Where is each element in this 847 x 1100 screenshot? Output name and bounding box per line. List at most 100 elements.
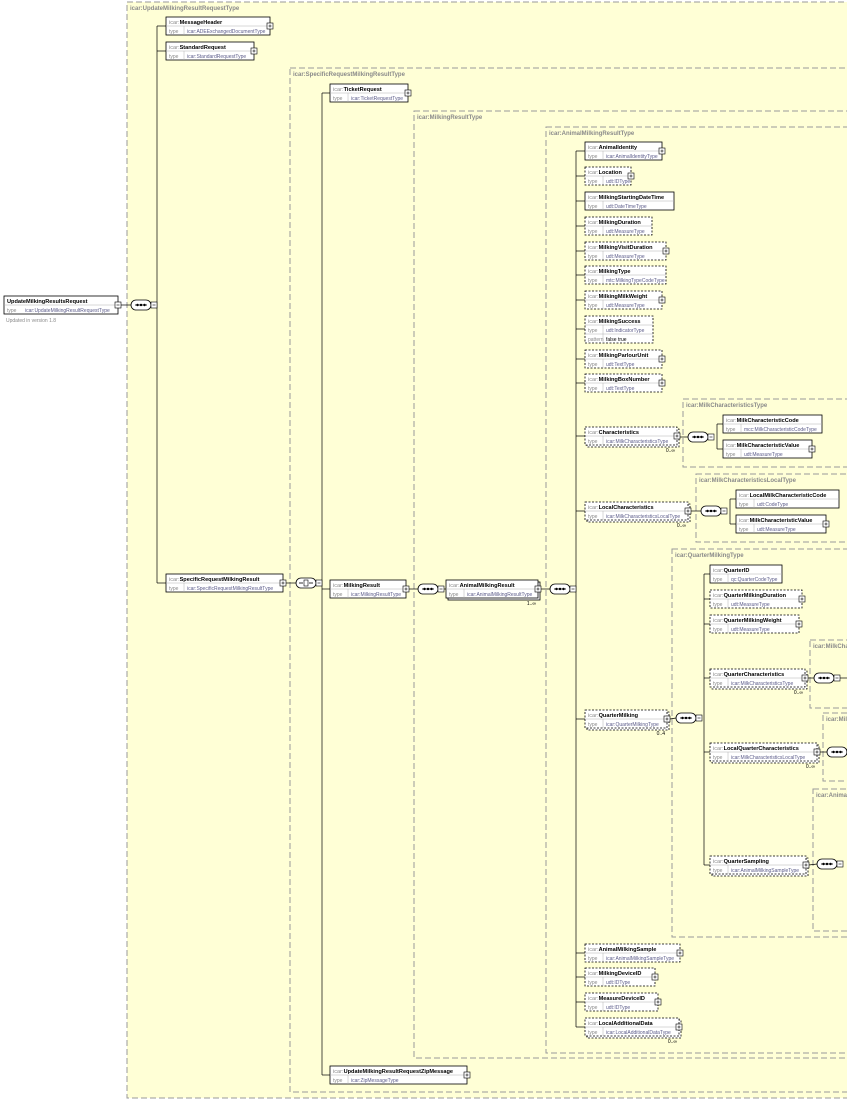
element-name: icar:MilkingDuration bbox=[588, 220, 641, 226]
type-key: type bbox=[726, 427, 736, 433]
compositor-dot bbox=[822, 862, 825, 866]
element-name: icar:Location bbox=[588, 170, 622, 176]
compositor-dot bbox=[825, 862, 829, 866]
root-name: UpdateMilkingResultsRequest bbox=[7, 299, 88, 305]
type-key: type bbox=[588, 278, 598, 284]
element-name: icar:QuarterID bbox=[713, 568, 749, 574]
compositor-switch bbox=[303, 579, 309, 587]
type-key: type bbox=[588, 722, 598, 728]
element-box[interactable]: icar:QuarterID type qc:QuarterCodeType bbox=[709, 564, 783, 584]
group-label: icar:MilkCharacteristicsLocalType bbox=[699, 478, 797, 484]
type-key: type bbox=[739, 502, 749, 508]
element-type: udt:TextType bbox=[606, 362, 635, 368]
compositor-dot bbox=[696, 435, 700, 439]
group-label: icar:QuarterMilkingType bbox=[675, 553, 744, 559]
element-type: qc:QuarterCodeType bbox=[731, 577, 778, 583]
group-label: icar:Milk bbox=[826, 717, 847, 723]
group-label: icar:UpdateMilkingResultRequestType bbox=[130, 6, 240, 12]
element-name: icar:TicketRequest bbox=[333, 87, 382, 93]
pattern-key: pattern bbox=[588, 337, 604, 343]
element-frame bbox=[584, 315, 654, 344]
element-type: udt:IDType bbox=[606, 179, 630, 185]
occurrence-label: 0..4 bbox=[657, 731, 666, 737]
element-type: icar:QuarterMilkingType bbox=[606, 722, 659, 728]
group-label: icar:MilkingResultType bbox=[417, 115, 483, 121]
type-key: type bbox=[7, 308, 17, 314]
type-key: type bbox=[588, 1005, 598, 1011]
element-name: icar:MessageHeader bbox=[169, 20, 223, 26]
compositor-dot bbox=[826, 676, 829, 680]
element-type: icar:MilkCharacteristicsType bbox=[731, 681, 793, 687]
root-element-box[interactable]: UpdateMilkingResultsRequest type icar:Upda… bbox=[3, 295, 122, 324]
compositor-dot bbox=[430, 587, 433, 591]
element-box[interactable]: icar:QuarterMilking type icar:QuarterMilki… bbox=[584, 709, 671, 737]
compositor-dot bbox=[684, 716, 688, 720]
occurrence-label: 0..∞ bbox=[794, 690, 804, 696]
element-name: icar:MilkCharacteristicValue bbox=[739, 518, 812, 524]
sequence-compositor-icon bbox=[549, 583, 577, 595]
element-type: icar:AnimalIdentityType bbox=[606, 154, 658, 160]
compositor-dot bbox=[139, 303, 143, 307]
element-pattern: false true bbox=[606, 337, 627, 343]
compositor-dot bbox=[829, 862, 832, 866]
element-type: icar:ADEExchangedDocumentType bbox=[187, 29, 266, 35]
type-key: type bbox=[588, 179, 598, 185]
element-box[interactable]: icar:Location type udt:IDType bbox=[584, 166, 635, 186]
element-name: icar:MilkingType bbox=[588, 269, 631, 275]
occurrence-label: 0..∞ bbox=[666, 448, 676, 454]
choice-compositor-icon bbox=[295, 577, 323, 589]
element-name: icar:LocalMilkCharacteristicCode bbox=[739, 493, 826, 499]
type-key: type bbox=[333, 96, 343, 102]
type-key: type bbox=[588, 514, 598, 520]
root-type: icar:UpdateMilkingResultRequestType bbox=[25, 308, 110, 314]
element-name: icar:MilkingParlourUnit bbox=[588, 353, 648, 359]
element-name: icar:StandardRequest bbox=[169, 45, 226, 51]
element-box[interactable]: icar:UpdateMilkingResultRequestZipMessag… bbox=[329, 1065, 471, 1085]
element-type: udt:MeasureType bbox=[757, 527, 796, 533]
element-name: icar:MilkCharacteristicCode bbox=[726, 418, 799, 424]
sequence-compositor-icon bbox=[417, 583, 445, 595]
element-box[interactable]: icar:MilkingType type mtc:MilkingTypeCodeT… bbox=[584, 265, 667, 285]
element-name: icar:AnimalIdentity bbox=[588, 145, 638, 151]
element-type: mtc:MilkingTypeCodeType bbox=[606, 278, 665, 284]
type-key: type bbox=[713, 577, 723, 583]
element-name: icar:MilkingMilkWeight bbox=[588, 294, 647, 300]
sequence-compositor-icon bbox=[826, 746, 847, 758]
element-name: icar:Characteristics bbox=[588, 430, 639, 436]
element-type: udt:IndicatorType bbox=[606, 328, 645, 334]
compositor-dot bbox=[713, 509, 716, 513]
type-key: type bbox=[588, 254, 598, 260]
type-key: type bbox=[449, 592, 459, 598]
element-name: icar:QuarterMilking bbox=[588, 713, 639, 719]
element-type: icar:AnimalMilkingResultType bbox=[467, 592, 533, 598]
